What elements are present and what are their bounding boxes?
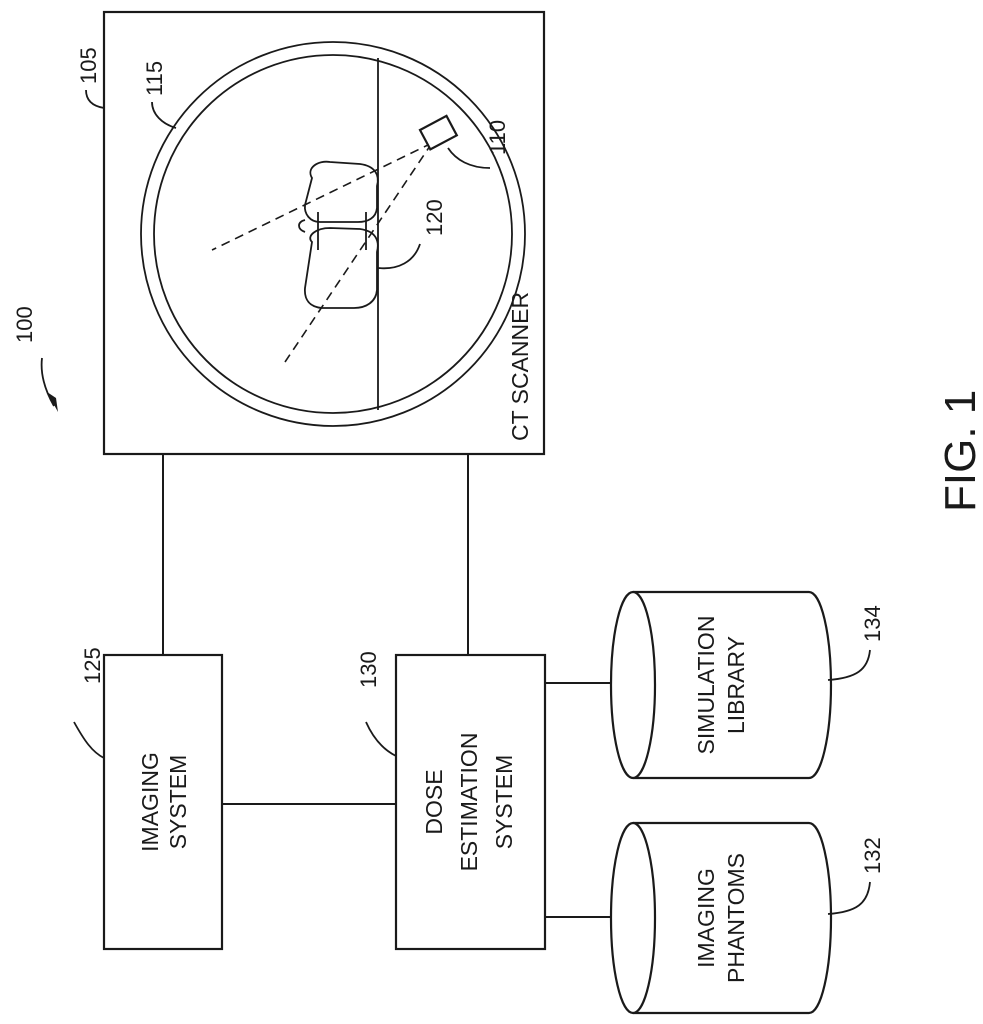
ref-120: 120 — [422, 199, 447, 236]
ct-scanner-label: CT SCANNER — [507, 292, 533, 441]
leader-134 — [828, 650, 870, 680]
leader-105 — [86, 90, 104, 108]
ct-scanner-box — [104, 12, 544, 454]
ref-115: 115 — [142, 61, 167, 96]
leader-125 — [74, 722, 104, 758]
arrow-100 — [47, 392, 58, 412]
simulation-library-cap — [611, 592, 655, 778]
imaging-phantoms-cap — [611, 823, 655, 1013]
ref-100: 100 — [12, 306, 37, 343]
imaging-phantoms-label-1: IMAGING — [693, 868, 719, 968]
simulation-library: SIMULATION LIBRARY — [611, 592, 831, 778]
ref-105: 105 — [76, 47, 101, 84]
ref-125: 125 — [80, 647, 105, 684]
ref-134: 134 — [860, 605, 885, 642]
imaging-phantoms-label-2: PHANTOMS — [723, 853, 749, 983]
connections — [163, 454, 614, 917]
leader-130 — [366, 722, 396, 756]
figure-label: FIG. 1 — [936, 390, 983, 512]
imaging-phantoms: IMAGING PHANTOMS — [611, 823, 831, 1013]
imaging-system: IMAGING SYSTEM — [104, 655, 222, 949]
dose-estimation-label-3: SYSTEM — [491, 755, 517, 850]
ref-130: 130 — [356, 651, 381, 688]
ct-scanner: CT SCANNER — [104, 12, 544, 454]
simulation-library-label-1: SIMULATION — [693, 616, 719, 755]
dose-estimation-system: DOSE ESTIMATION SYSTEM — [396, 655, 545, 949]
ref-132: 132 — [860, 837, 885, 874]
dose-estimation-label-2: ESTIMATION — [456, 733, 482, 872]
simulation-library-label-2: LIBRARY — [723, 636, 749, 734]
imaging-system-label-1: IMAGING — [137, 752, 163, 852]
ref-110: 110 — [485, 120, 510, 155]
imaging-system-box — [104, 655, 222, 949]
leader-132 — [828, 882, 870, 914]
dose-estimation-label-1: DOSE — [421, 769, 447, 834]
imaging-system-label-2: SYSTEM — [165, 755, 191, 850]
